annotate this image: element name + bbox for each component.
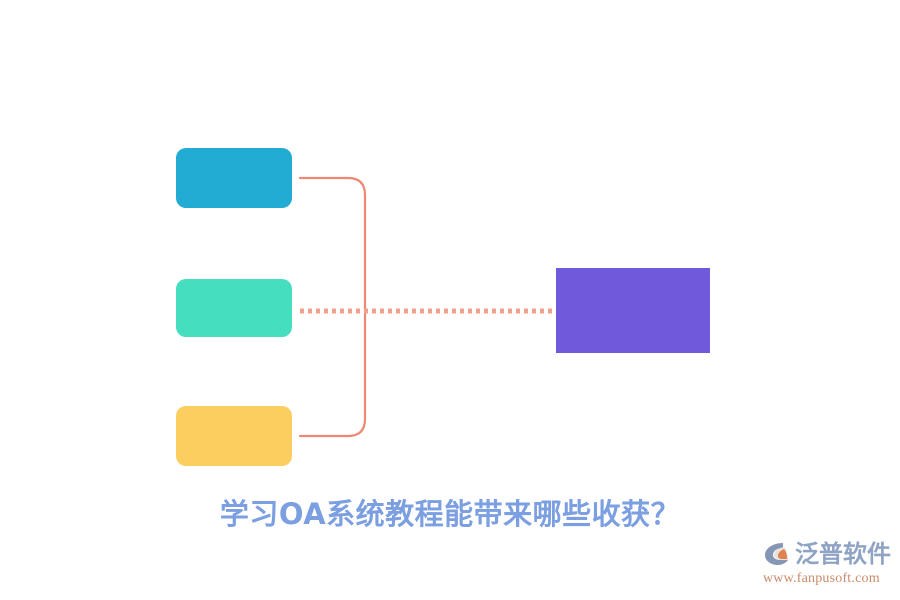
logo-row: 泛普软件 — [762, 538, 894, 570]
page-title: 学习OA系统教程能带来哪些收获？ — [219, 497, 681, 531]
node-green[interactable] — [176, 279, 292, 337]
fanpu-logo-icon — [765, 543, 788, 565]
connector-bracket-blue-yellow — [298, 176, 367, 438]
logo-url: www.fanpusoft.com — [763, 571, 880, 586]
brand-watermark: 泛普软件 www.fanpusoft.com — [762, 538, 894, 590]
node-purple[interactable] — [556, 268, 710, 353]
node-yellow[interactable] — [176, 406, 292, 466]
logo-wordmark: 泛普软件 — [795, 540, 891, 568]
node-blue[interactable] — [176, 148, 292, 208]
